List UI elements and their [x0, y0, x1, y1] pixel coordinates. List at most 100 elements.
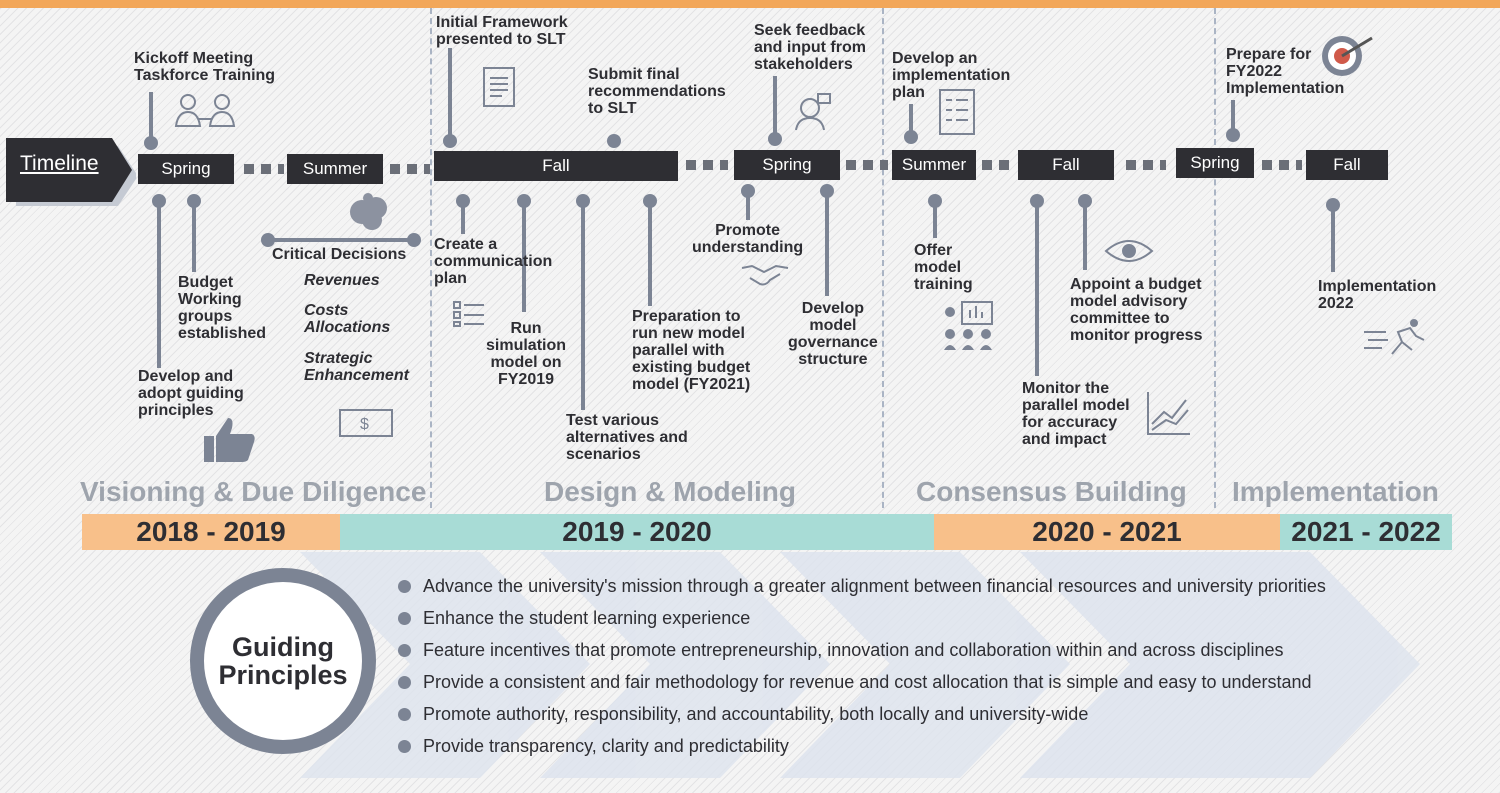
year-2021-2022: 2021 - 2022 — [1280, 514, 1452, 550]
handshake-icon — [741, 264, 789, 286]
season-fall-2021: Fall — [1306, 150, 1388, 180]
connector-dots — [1262, 160, 1302, 170]
svg-text:$: $ — [360, 416, 369, 433]
pin-stem — [1331, 204, 1335, 272]
season-fall-2019: Fall — [434, 151, 678, 181]
pin-stem — [825, 190, 829, 296]
phase-divider — [430, 8, 432, 508]
event-kickoff: Kickoff Meeting Taskforce Training — [134, 50, 276, 84]
meeting-icon — [174, 94, 236, 127]
connector-dots — [244, 164, 284, 174]
chart-icon — [1147, 392, 1190, 435]
pin-stem — [746, 190, 750, 220]
guiding-principles-title: Guiding Principles — [218, 632, 348, 690]
season-fall-2020: Fall — [1018, 150, 1114, 180]
chevron-background — [300, 552, 1420, 778]
pin — [607, 134, 621, 148]
season-spring-2020: Spring — [734, 150, 840, 180]
pin-stem — [773, 76, 777, 138]
pin-stem — [648, 200, 652, 306]
list-item: Advance the university's mission through… — [398, 570, 1326, 602]
year-2020-2021: 2020 - 2021 — [934, 514, 1280, 550]
feedback-icon — [795, 93, 831, 131]
list-icon — [453, 301, 484, 327]
phase-consensus: Consensus Building — [916, 476, 1187, 507]
pin — [407, 233, 421, 247]
pin-stem — [192, 200, 196, 272]
event-prepare-fy2022: Prepare for FY2022 Implementation — [1226, 46, 1345, 97]
phase-design: Design & Modeling — [544, 476, 796, 507]
pin-stem — [157, 200, 161, 368]
pin-stem — [581, 200, 585, 410]
season-spring-2021: Spring — [1176, 148, 1254, 178]
connector-dots — [390, 164, 430, 174]
top-accent-bar — [0, 0, 1500, 8]
list-item: Provide a consistent and fair methodolog… — [398, 666, 1326, 698]
clipboard-icon — [483, 67, 515, 107]
event-promote: Promote understanding — [692, 222, 804, 256]
phase-visioning: Visioning & Due Diligence — [80, 476, 427, 507]
bullet-icon — [398, 707, 411, 721]
list-item: Feature incentives that promote entrepre… — [398, 634, 1326, 666]
list-item: Enhance the student learning experience — [398, 602, 1326, 634]
season-spring-2019: Spring — [138, 154, 234, 184]
guiding-principles-badge: Guiding Principles — [190, 568, 376, 754]
event-monitor: Monitor the parallel model for accuracy … — [1022, 380, 1130, 448]
connector-dots — [1126, 160, 1166, 170]
principle-text: Provide transparency, clarity and predic… — [423, 735, 789, 756]
year-2018-2019: 2018 - 2019 — [82, 514, 340, 550]
critical-strategic: Strategic Enhancement — [304, 350, 409, 384]
pin-stem — [461, 200, 465, 234]
timeline-arrow — [6, 138, 136, 206]
phase-divider — [1214, 8, 1216, 508]
principle-text: Enhance the student learning experience — [423, 607, 751, 628]
principles-list: Advance the university's mission through… — [398, 570, 1326, 762]
principle-text: Provide a consistent and fair methodolog… — [423, 671, 1312, 692]
bullet-icon — [398, 675, 411, 689]
bullet-icon — [398, 739, 411, 753]
principle-text: Advance the university's mission through… — [423, 575, 1326, 596]
event-implementation-plan: Develop an implementation plan — [892, 50, 1011, 101]
event-guiding: Develop and adopt guiding principles — [138, 368, 244, 419]
critical-revenues: Revenues — [304, 272, 380, 289]
target-icon — [1322, 36, 1373, 76]
pin-stem — [522, 200, 526, 312]
pin-stem — [933, 200, 937, 238]
list-item: Promote authority, responsibility, and a… — [398, 698, 1326, 730]
connector-dots — [982, 160, 1016, 170]
connector-dots — [686, 160, 728, 170]
event-communication: Create a communication plan — [434, 236, 553, 287]
pin — [1226, 128, 1240, 142]
cloud-icon — [350, 193, 387, 230]
bullet-icon — [398, 579, 411, 593]
pin — [904, 130, 918, 144]
year-2019-2020: 2019 - 2020 — [340, 514, 934, 550]
phase-divider — [882, 8, 884, 508]
bullet-icon — [398, 611, 411, 625]
event-test: Test various alternatives and scenarios — [566, 412, 688, 463]
money-icon: $ — [339, 409, 393, 437]
event-governance: Develop model governance structure — [788, 300, 878, 368]
pin-stem — [909, 104, 913, 138]
critical-bracket — [268, 238, 414, 242]
eye-icon — [1104, 240, 1154, 262]
phase-implementation: Implementation — [1232, 476, 1439, 507]
principle-text: Promote authority, responsibility, and a… — [423, 703, 1089, 724]
event-initial-framework: Initial Framework presented to SLT — [436, 14, 568, 48]
event-submit: Submit final recommendations to SLT — [588, 66, 726, 117]
pin-stem — [448, 48, 452, 140]
event-budget-groups: Budget Working groups established — [178, 274, 267, 342]
season-summer-2019: Summer — [287, 154, 383, 184]
event-seek-feedback: Seek feedback and input from stakeholder… — [754, 22, 866, 73]
list-item: Provide transparency, clarity and predic… — [398, 730, 1326, 762]
pin-stem — [1231, 100, 1235, 136]
timeline-label[interactable]: Timeline — [20, 152, 99, 175]
pin — [443, 134, 457, 148]
runner-icon — [1364, 319, 1425, 355]
pin — [144, 136, 158, 150]
pin-stem — [149, 92, 153, 142]
pin — [261, 233, 275, 247]
event-implementation-2022: Implementation 2022 — [1318, 278, 1437, 312]
connector-dots — [846, 160, 888, 170]
pin-stem — [1083, 200, 1087, 270]
